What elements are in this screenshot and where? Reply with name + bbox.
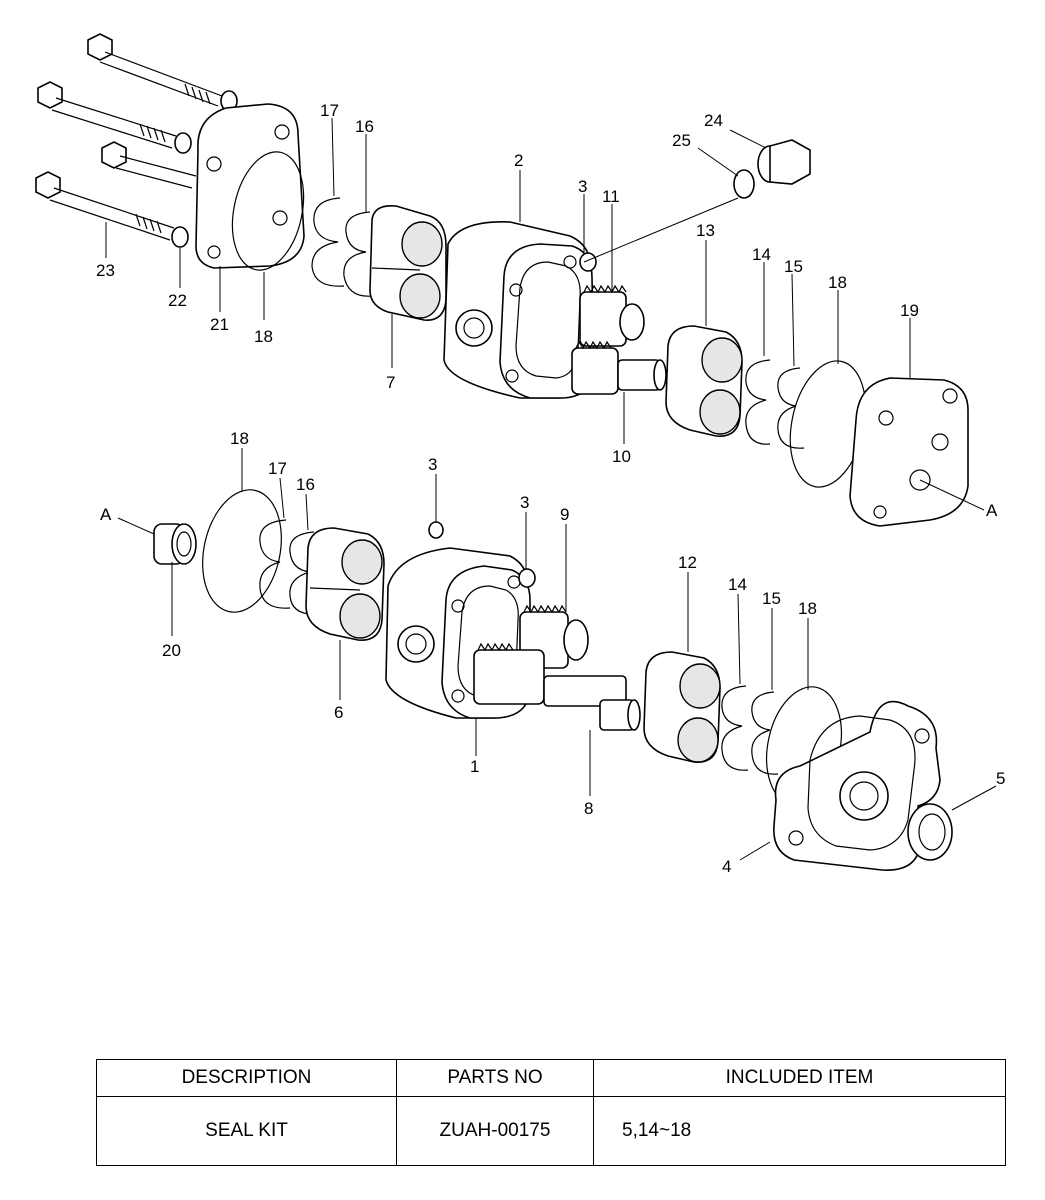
bushing-12: [643, 651, 721, 763]
callout-3: 3: [578, 177, 587, 196]
callout-21: 21: [210, 315, 229, 334]
callout-18: 18: [828, 273, 847, 292]
callout-11: 11: [602, 187, 620, 206]
column-header-parts-no: PARTS NO: [396, 1059, 594, 1097]
callout-14: 14: [728, 575, 747, 594]
callout-2: 2: [514, 151, 523, 170]
plug-24: [757, 139, 811, 185]
cover-19: [849, 377, 969, 527]
callout-25: 25: [672, 131, 691, 150]
shaft-gear-10: [571, 340, 667, 395]
callout-15: 15: [762, 589, 781, 608]
callout-18: 18: [230, 429, 249, 448]
bushing-7: [369, 204, 447, 321]
callout-16: 16: [296, 475, 315, 494]
callout-A: A: [986, 501, 998, 520]
seal-16: [343, 211, 373, 297]
callout-1: 1: [470, 757, 479, 776]
seal-kit-table: DESCRIPTION PARTS NO INCLUDED ITEM SEAL …: [96, 1059, 1006, 1166]
bushing-13: [665, 325, 743, 437]
callout-A: A: [100, 505, 112, 524]
callout-3: 3: [520, 493, 529, 512]
callout-labels: 17 16 2 3 11 25 24 13 14 15 18 19 23 22 …: [96, 101, 1005, 876]
gasket-18-lower-left: [202, 489, 282, 613]
callout-8: 8: [584, 799, 593, 818]
bolt: [37, 81, 192, 154]
bolt: [35, 171, 189, 248]
flange-4: [773, 700, 941, 871]
callout-9: 9: [560, 505, 569, 524]
table-row: SEAL KIT ZUAH-00175 5,14~18: [96, 1096, 1006, 1166]
callout-12: 12: [678, 553, 697, 572]
bolt: [87, 33, 238, 112]
bearing-20: [153, 523, 197, 565]
shaft-gear-8: [473, 642, 641, 731]
callout-23: 23: [96, 261, 115, 280]
callout-22: 22: [168, 291, 187, 310]
gear-housing-2: [443, 221, 597, 399]
callout-13: 13: [696, 221, 715, 240]
o-ring-25: [733, 169, 755, 199]
column-header-included-item: INCLUDED ITEM: [593, 1059, 1006, 1097]
callout-16: 16: [355, 117, 374, 136]
leader-lines: [105, 117, 997, 861]
backup-ring-17: [311, 197, 345, 287]
cell-included-item: 5,14~18: [593, 1096, 1006, 1166]
callout-18: 18: [254, 327, 273, 346]
callout-6: 6: [334, 703, 343, 722]
rear-cover-21: [195, 103, 305, 269]
callout-20: 20: [162, 641, 181, 660]
gasket-18-rear: [231, 151, 305, 271]
table-header-row: DESCRIPTION PARTS NO INCLUDED ITEM: [96, 1059, 1006, 1097]
gear-11: [579, 284, 645, 347]
ring-15-upper: [777, 367, 805, 449]
cell-description: SEAL KIT: [96, 1096, 397, 1166]
seal-14-upper: [745, 359, 771, 445]
oil-seal-5: [907, 803, 953, 861]
callout-10: 10: [612, 447, 631, 466]
bolt: [101, 141, 197, 189]
callout-15: 15: [784, 257, 803, 276]
bushing-6: [305, 527, 385, 641]
callout-7: 7: [386, 373, 395, 392]
callout-19: 19: [900, 301, 919, 320]
callout-17: 17: [268, 459, 287, 478]
backup-ring-17-lower: [259, 519, 291, 609]
callout-5: 5: [996, 769, 1005, 788]
seal-14-lower: [721, 685, 749, 771]
callout-14: 14: [752, 245, 771, 264]
cell-parts-no: ZUAH-00175: [396, 1096, 594, 1166]
ring-15-lower: [751, 691, 779, 775]
callout-4: 4: [722, 857, 731, 876]
column-header-description: DESCRIPTION: [96, 1059, 397, 1097]
callout-17: 17: [320, 101, 339, 120]
exploded-parts-diagram: 17 16 2 3 11 25 24 13 14 15 18 19 23 22 …: [35, 33, 1005, 876]
callout-3: 3: [428, 455, 437, 474]
bolt-23-group: [35, 33, 238, 248]
callout-18: 18: [798, 599, 817, 618]
callout-24: 24: [704, 111, 723, 130]
